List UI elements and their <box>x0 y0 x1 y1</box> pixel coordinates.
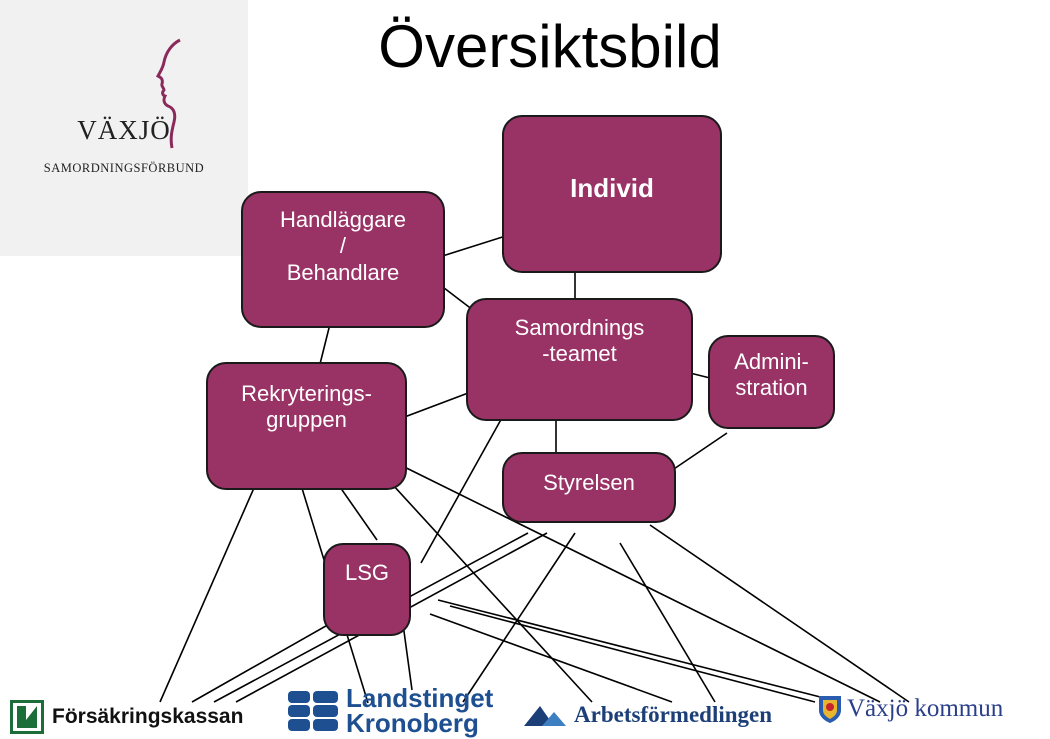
box-individ-label: Individ <box>570 173 654 203</box>
box-administration-label: Admini- stration <box>734 349 809 401</box>
arbetsformedlingen-logo-icon <box>524 706 566 726</box>
connector <box>619 542 716 703</box>
box-individ: Individ <box>502 115 722 273</box>
arbetsformedlingen-label: Arbetsförmedlingen <box>574 702 773 727</box>
box-styrelsen-label: Styrelsen <box>543 470 635 495</box>
box-administration: Admini- stration <box>708 335 835 429</box>
connector <box>449 605 816 703</box>
connector <box>402 623 413 691</box>
logo-name: VÄXJÖ <box>77 115 171 145</box>
box-handlaggare-label: Handläggare / Behandlare <box>280 207 406 285</box>
connector <box>369 449 881 703</box>
connector <box>429 613 673 703</box>
forsakringskassan-label: Försäkringskassan <box>52 705 244 728</box>
box-styrelsen: Styrelsen <box>502 452 676 523</box>
vaxjo-kommun-label: Växjö kommun <box>847 695 1004 722</box>
logo-panel: VÄXJÖ SAMORDNINGSFÖRBUND <box>0 0 248 256</box>
landstinget-label: Landstinget Kronoberg <box>346 683 494 738</box>
box-samordningsteamet-label: Samordnings -teamet <box>514 315 645 367</box>
org-landstinget-kronoberg: Landstinget Kronoberg <box>288 683 494 738</box>
landstinget-line2: Kronoberg <box>346 707 479 738</box>
box-lsg-label: LSG <box>344 560 390 585</box>
page-title: Översiktsbild <box>378 13 722 80</box>
box-lsg: LSG <box>323 543 411 636</box>
org-vaxjo-kommun: Växjö kommun <box>817 694 1003 724</box>
logo-subtitle: SAMORDNINGSFÖRBUND <box>43 161 205 175</box>
box-samordningsteamet: Samordnings -teamet <box>466 298 693 421</box>
org-forsakringskassan: Försäkringskassan <box>10 700 243 734</box>
connector <box>420 406 509 564</box>
box-handlaggare-behandlare: Handläggare / Behandlare <box>241 191 445 328</box>
connector <box>462 532 576 703</box>
connector <box>191 613 348 703</box>
connector <box>159 471 262 703</box>
vaxjo-kommun-shield-icon <box>819 696 841 723</box>
connector <box>649 524 910 703</box>
org-arbetsformedlingen: Arbetsförmedlingen <box>522 702 772 728</box>
connector <box>437 599 841 703</box>
forsakringskassan-logo-icon <box>10 700 44 734</box>
face-profile-logo-icon <box>155 38 181 149</box>
connector <box>369 459 593 703</box>
landstinget-line1: Landstinget <box>346 683 494 713</box>
box-rekryteringsgruppen-label: Rekryterings- gruppen <box>241 381 372 433</box>
box-rekryteringsgruppen: Rekryterings- gruppen <box>206 362 407 490</box>
landstinget-logo-icon <box>288 689 342 733</box>
